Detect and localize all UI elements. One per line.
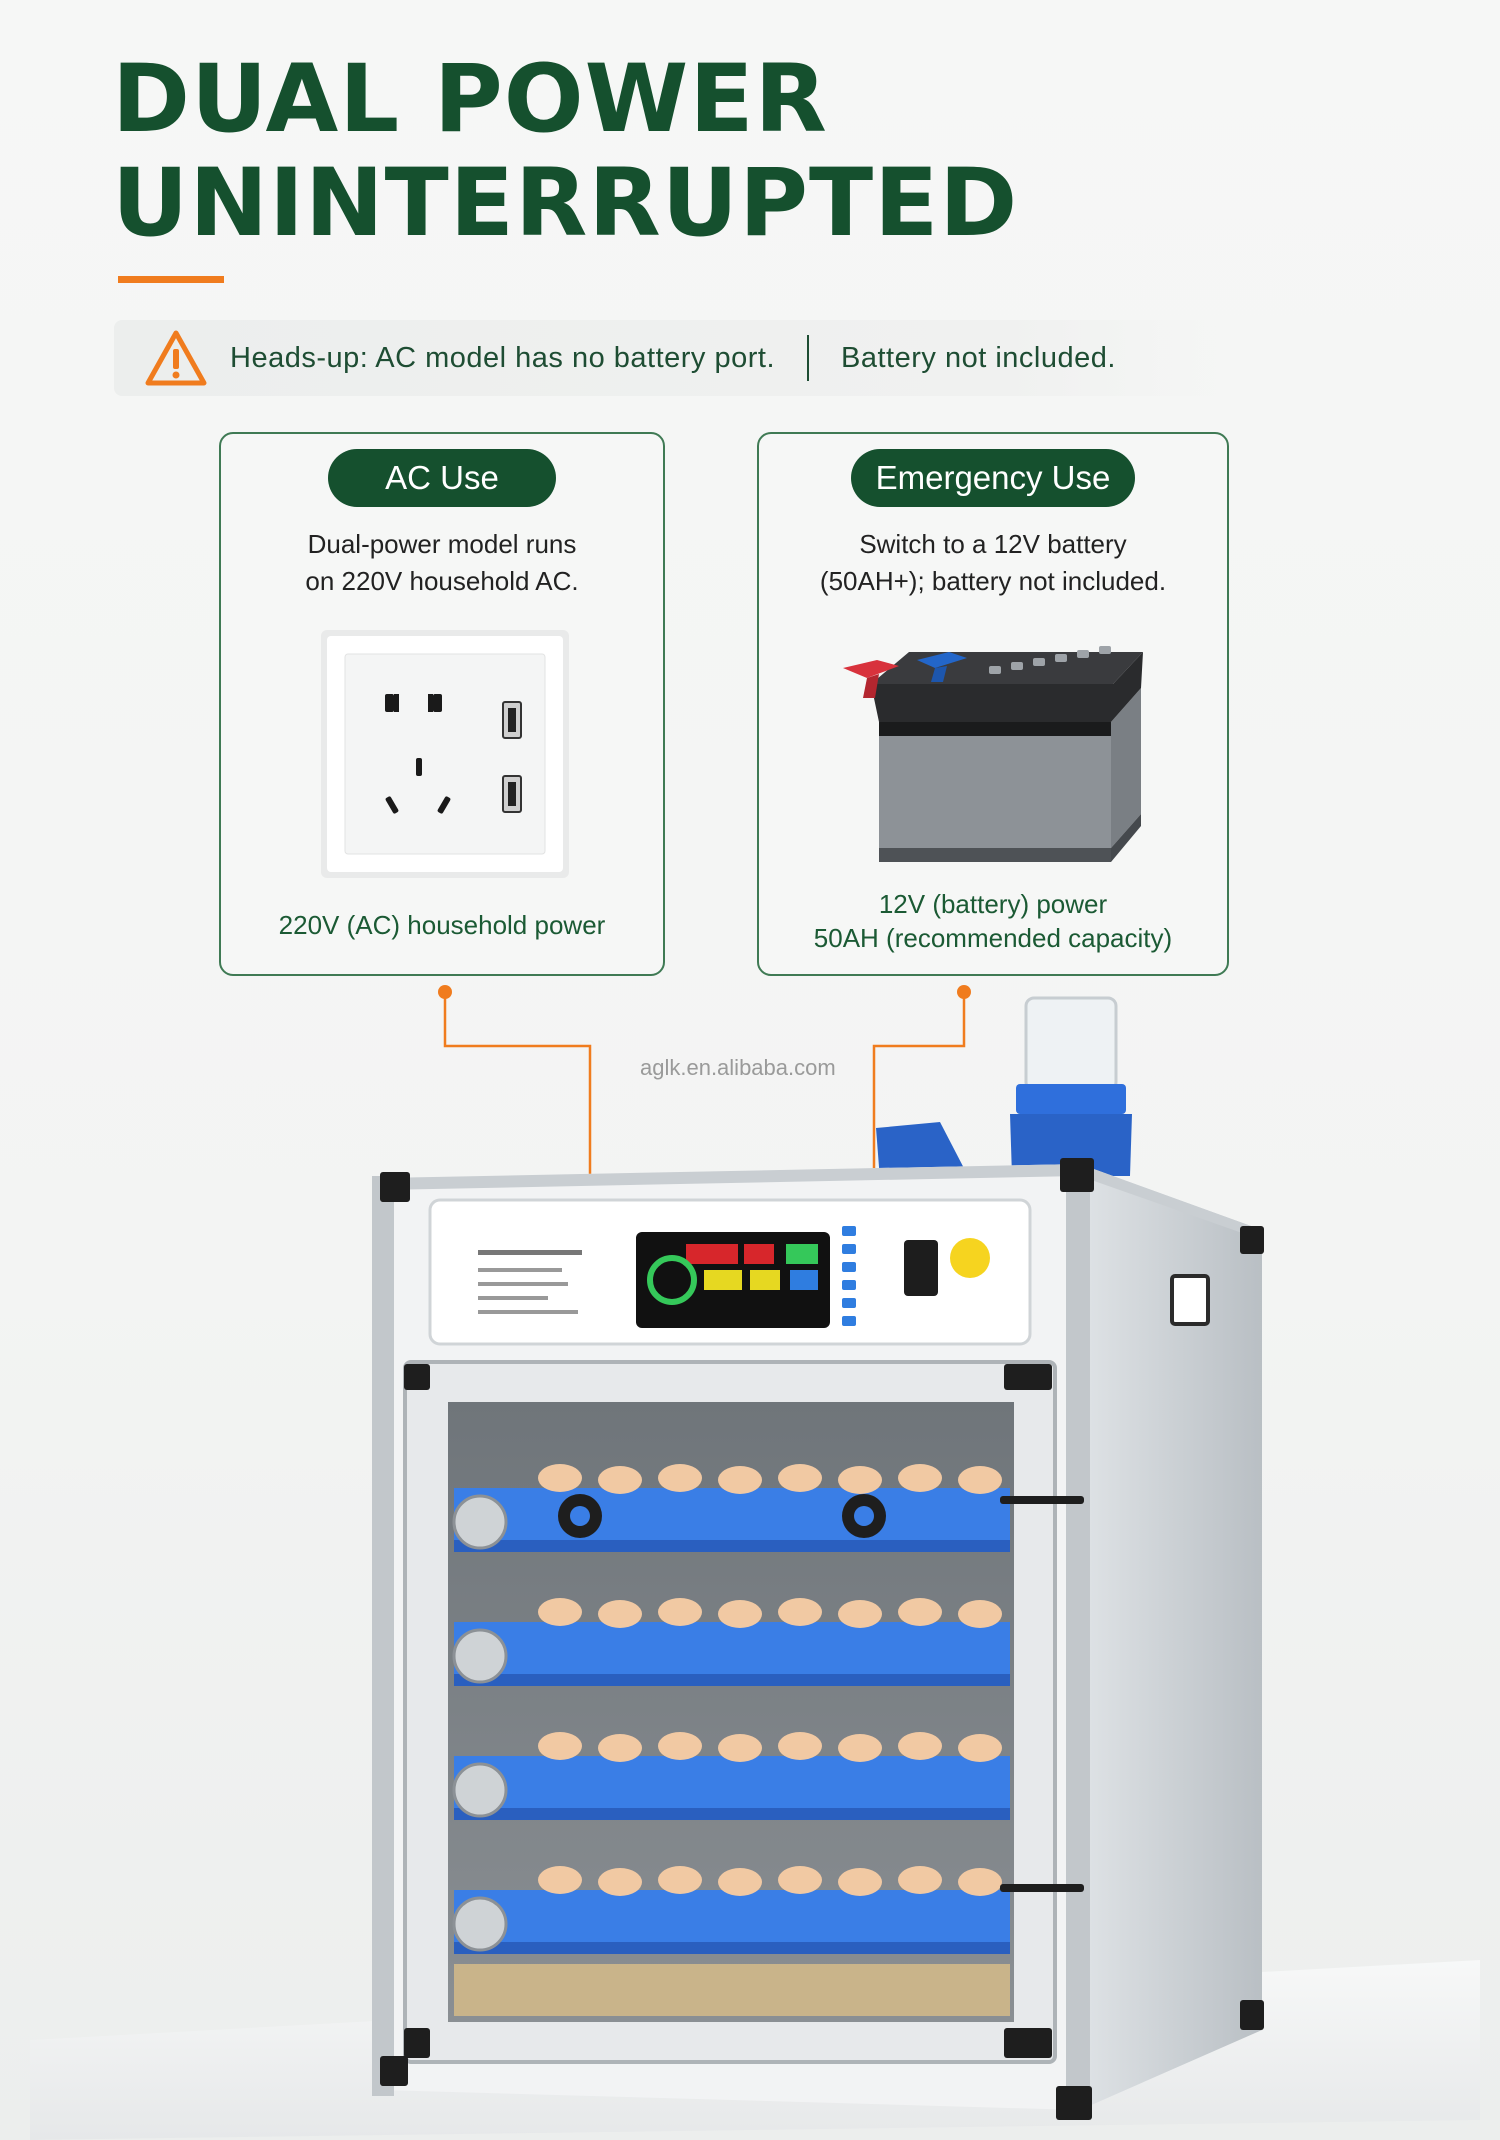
headline: DUAL POWER UNINTERRUPTED [112, 48, 1018, 256]
battery-caption-line-2: 50AH (recommended capacity) [813, 923, 1173, 953]
emergency-use-pill: Emergency Use [851, 449, 1135, 507]
battery-power-caption: 12V (battery) power 50AH (recommended ca… [759, 887, 1227, 955]
ac-use-description: Dual-power model runs on 220V household … [221, 526, 663, 600]
water-bottle [1010, 996, 1132, 1176]
headline-line-1: DUAL POWER [112, 45, 828, 154]
accent-bar [118, 276, 224, 283]
emergency-use-description: Switch to a 12V battery (50AH+); battery… [759, 526, 1227, 600]
em-desc-line-1: Switch to a 12V battery [859, 529, 1127, 559]
ac-use-pill: AC Use [328, 449, 556, 507]
ac-use-card: AC Use Dual-power model runs on 220V hou… [219, 432, 665, 976]
emergency-use-card: Emergency Use Switch to a 12V battery (5… [757, 432, 1229, 976]
headline-line-2: UNINTERRUPTED [112, 149, 1019, 258]
car-battery-icon [843, 646, 1143, 862]
battery-caption-line-1: 12V (battery) power [878, 889, 1108, 919]
em-desc-line-2: (50AH+); battery not included. [819, 566, 1167, 596]
watermark: aglk.en.alibaba.com [640, 1055, 836, 1080]
wall-outlet-icon [321, 630, 569, 878]
egg-trays [452, 1464, 1010, 1954]
ac-desc-line-2: on 220V household AC. [305, 566, 579, 596]
notice-banner: Heads-up: AC model has no battery port. … [114, 320, 1228, 396]
warning-icon [145, 330, 207, 386]
notice-battery-not-included: Battery not included. [841, 341, 1116, 374]
ac-desc-line-1: Dual-power model runs [307, 529, 577, 559]
ac-power-caption: 220V (AC) household power [278, 910, 606, 940]
incubator-illustration [30, 996, 1480, 2140]
notice-no-battery-port: Heads-up: AC model has no battery port. [230, 341, 776, 374]
notice-divider [807, 335, 810, 381]
